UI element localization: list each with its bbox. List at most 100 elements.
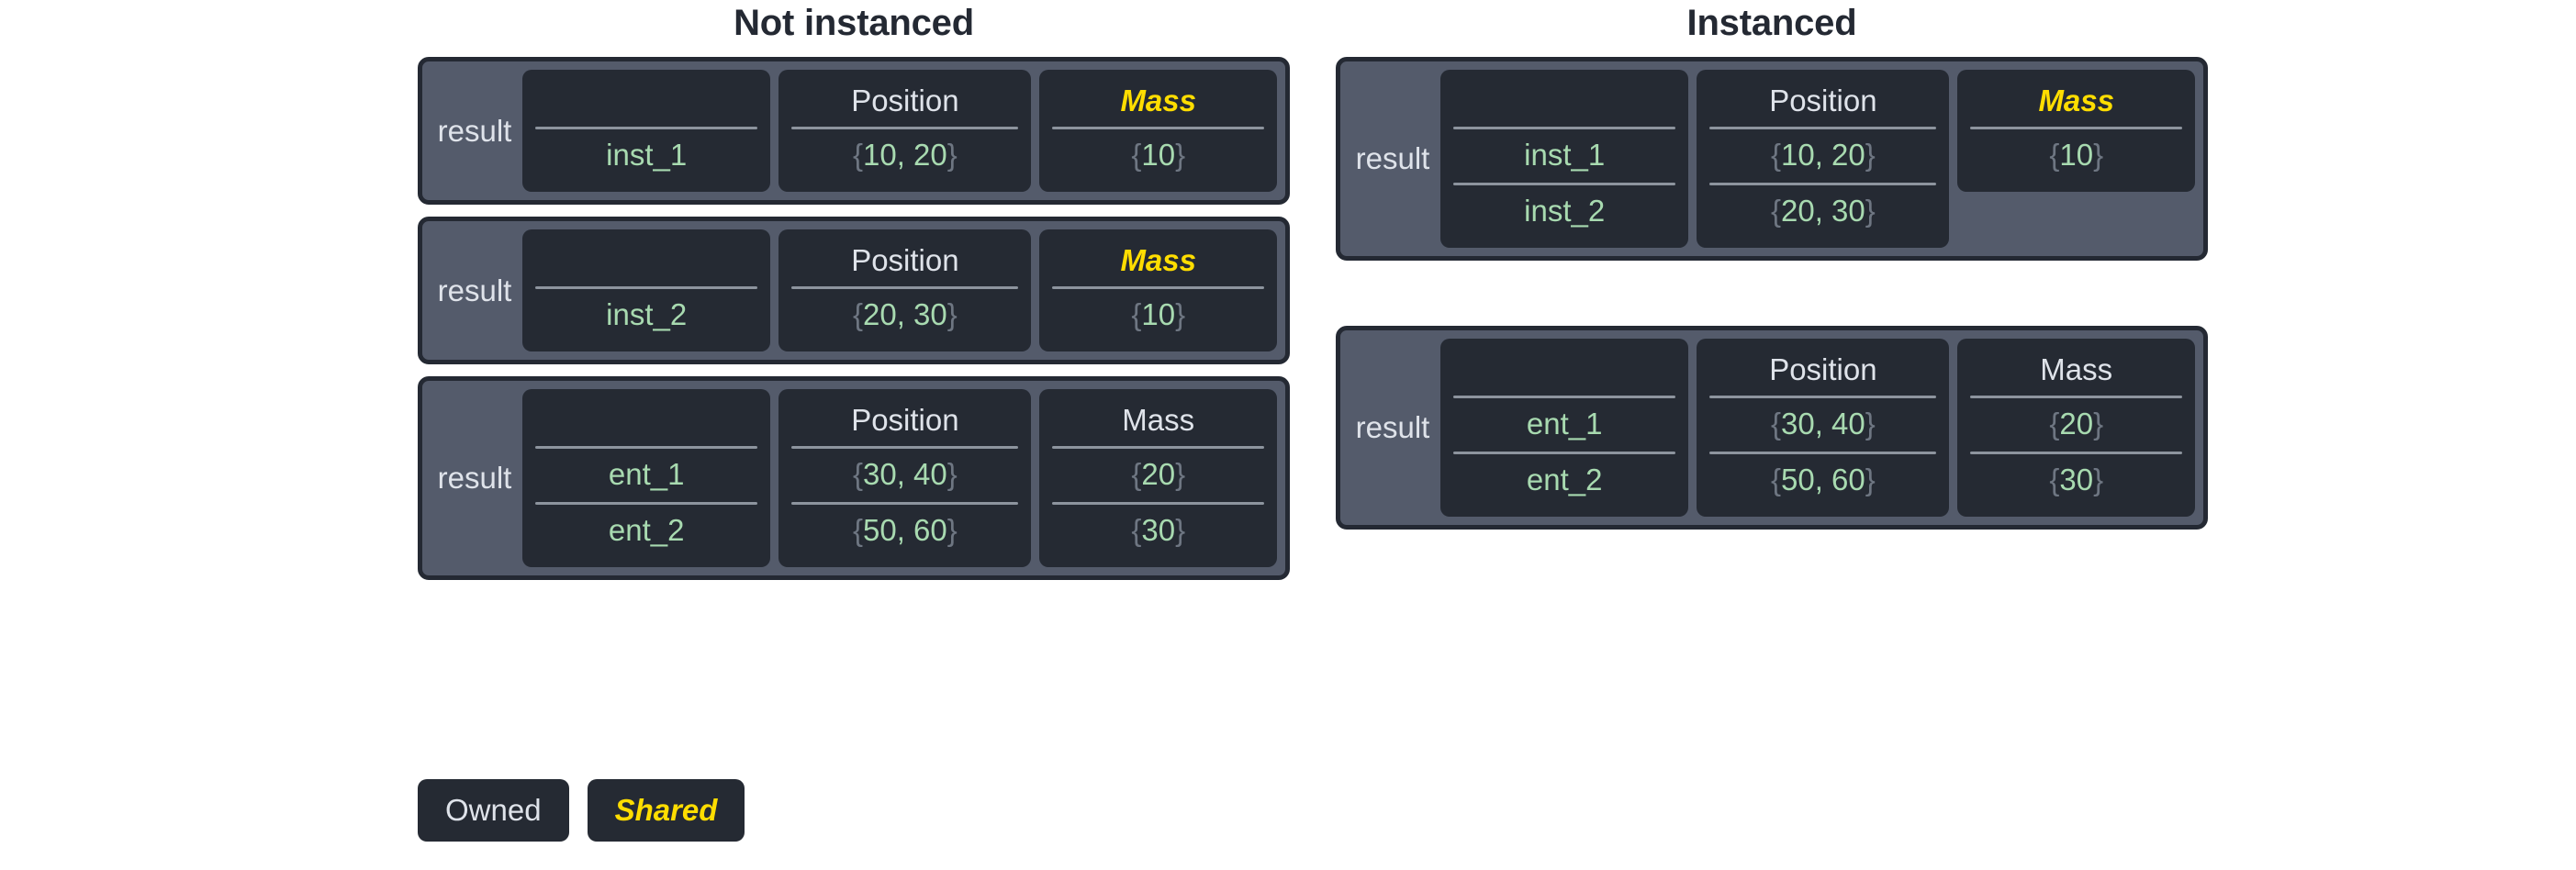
cell-divider [1453, 396, 1676, 398]
cell-divider [1453, 183, 1676, 185]
table-cell: inst_2 [606, 297, 688, 331]
table-cell: inst_1 [606, 138, 688, 172]
column-mass: Mass {10} [1039, 70, 1278, 192]
column-header-mass: Mass [1122, 403, 1195, 437]
legend-chip-owned: Owned [418, 779, 569, 842]
cell-divider [791, 127, 1019, 129]
result-label: result [1355, 410, 1430, 444]
column-mass: Mass {20} {30} [1039, 389, 1278, 567]
column-header-position: Position [1769, 352, 1877, 386]
column-header-mass: Mass [2038, 84, 2114, 117]
result-label: result [437, 113, 512, 148]
table-cell: ent_1 [608, 457, 685, 491]
table-cell: {30, 40} [1770, 407, 1876, 441]
table-cell: {30} [1131, 513, 1186, 547]
column-name: inst_1 [522, 70, 771, 192]
table-cell: {50, 60} [1770, 463, 1876, 496]
column-position: Position {30, 40} {50, 60} [1697, 339, 1950, 517]
table-cell: ent_2 [608, 513, 685, 547]
table-cell: {10} [1131, 138, 1186, 172]
cell-divider [791, 286, 1019, 289]
table-cell: inst_1 [1524, 138, 1606, 172]
cell-divider [791, 502, 1019, 505]
column-header-name [1453, 77, 1675, 125]
table-cell: {10, 20} [1770, 138, 1876, 172]
cell-divider [1453, 452, 1676, 454]
table-cell: {30, 40} [852, 457, 958, 491]
column-header-mass: Mass [1120, 243, 1196, 277]
column-mass: Mass {10} [1039, 229, 1278, 351]
entity-table: result ent_1 ent_2 Position {30, 40} {50, 60… [418, 376, 1290, 580]
cell-divider [791, 446, 1019, 449]
table-cell: {20} [1131, 457, 1186, 491]
table-cell: {10} [1131, 297, 1186, 331]
table-cell: {20, 30} [1770, 194, 1876, 228]
result-label: result [1355, 141, 1430, 175]
column-group: ent_1 ent_2 Position {30, 40} {50, 60} Mass {2… [1440, 339, 2196, 517]
table-cell: {30} [2049, 463, 2104, 496]
cell-divider [1970, 452, 2183, 454]
column-title-instanced: Instanced [1686, 3, 1857, 43]
cell-divider [1453, 127, 1676, 129]
table-cell: {10, 20} [852, 138, 958, 172]
column-header-position: Position [851, 403, 959, 437]
cell-divider [1052, 127, 1265, 129]
cell-divider [1709, 452, 1937, 454]
cell-divider [1052, 446, 1265, 449]
column-title-not-instanced: Not instanced [734, 3, 974, 43]
table-cell: {10} [2049, 138, 2104, 172]
result-label: result [437, 273, 512, 307]
column-header-name [535, 396, 757, 444]
table-cell: ent_1 [1526, 407, 1603, 441]
column-mass: Mass {10} [1957, 70, 2196, 192]
entity-table: result inst_2 Position {20, 30} Mass {10} [418, 217, 1290, 364]
column-header-name [1453, 346, 1675, 394]
column-position: Position {10, 20} [778, 70, 1032, 192]
table-cell: {50, 60} [852, 513, 958, 547]
cell-divider [1970, 396, 2183, 398]
column-name: ent_1 ent_2 [522, 389, 771, 567]
column-group: inst_1 inst_2 Position {10, 20} {20, 30} Mass… [1440, 70, 2196, 248]
column-header-position: Position [851, 243, 959, 277]
column-name: inst_1 inst_2 [1440, 70, 1689, 248]
column-mass: Mass {20} {30} [1957, 339, 2196, 517]
legend-chip-shared: Shared [587, 779, 745, 842]
column-header-mass: Mass [1120, 84, 1196, 117]
cell-divider [1970, 127, 2183, 129]
cell-divider [1052, 502, 1265, 505]
table-cell: inst_2 [1524, 194, 1606, 228]
column-group: inst_2 Position {20, 30} Mass {10} [522, 229, 1278, 351]
column-position: Position {30, 40} {50, 60} [778, 389, 1032, 567]
table-cell: {20} [2049, 407, 2104, 441]
table-cell: ent_2 [1526, 463, 1603, 496]
column-group: inst_1 Position {10, 20} Mass {10} [522, 70, 1278, 192]
column-group: ent_1 ent_2 Position {30, 40} {50, 60} Mass {2… [522, 389, 1278, 567]
cell-divider [1052, 286, 1265, 289]
column-header-mass: Mass [2040, 352, 2113, 386]
column-position: Position {20, 30} [778, 229, 1032, 351]
table-cell: {20, 30} [852, 297, 958, 331]
column-header-name [535, 77, 757, 125]
cell-divider [535, 446, 758, 449]
column-name: inst_2 [522, 229, 771, 351]
entity-table: result ent_1 ent_2 Position {30, 40} {50, 60… [1336, 326, 2208, 530]
result-label: result [437, 461, 512, 495]
cell-divider [535, 127, 758, 129]
column-header-name [535, 237, 757, 284]
column-header-position: Position [851, 84, 959, 117]
entity-table: result inst_1 Position {10, 20} Mass {10} [418, 57, 1290, 205]
legend: Owned Shared [418, 779, 745, 842]
cell-divider [1709, 127, 1937, 129]
column-position: Position {10, 20} {20, 30} [1697, 70, 1950, 248]
column-name: ent_1 ent_2 [1440, 339, 1689, 517]
column-header-position: Position [1769, 84, 1877, 117]
cell-divider [535, 502, 758, 505]
cell-divider [1709, 183, 1937, 185]
cell-divider [1709, 396, 1937, 398]
entity-table: result inst_1 inst_2 Position {10, 20} {20, … [1336, 57, 2208, 261]
